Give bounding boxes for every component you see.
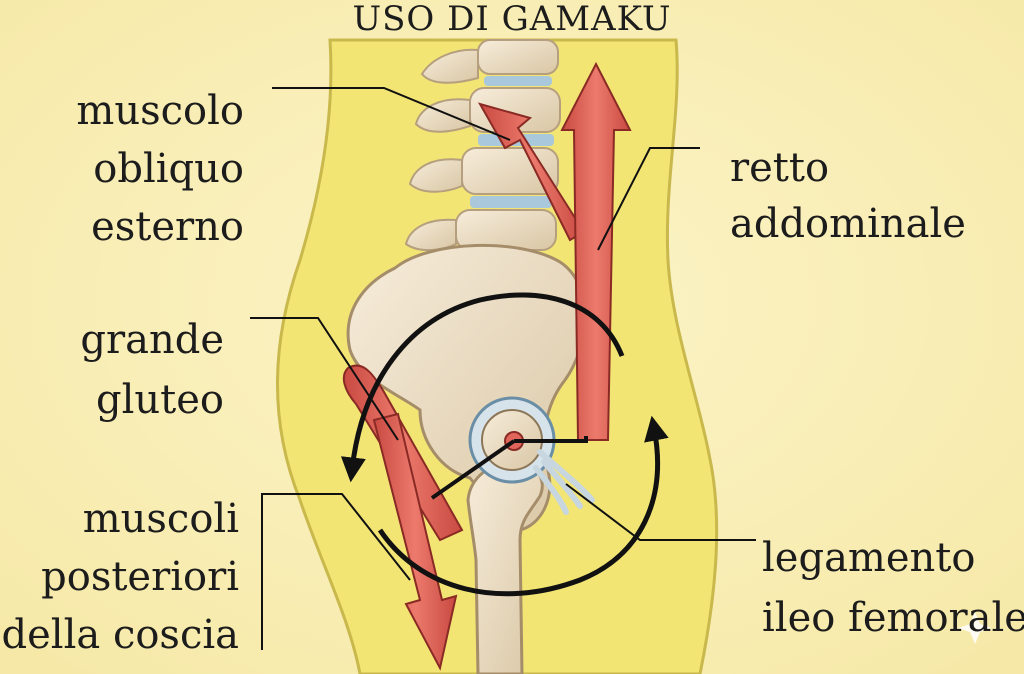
lever-line-anterior [514, 436, 588, 443]
leader-obliquo [272, 87, 511, 141]
label-grande-gluteo: grande gluteo [80, 310, 224, 430]
diagram-title: USO DI GAMAKU [352, 0, 672, 39]
label-line: posteriori [41, 554, 239, 600]
label-line: della coscia [1, 612, 239, 658]
leader-legamento [565, 483, 756, 541]
label-muscolo-obliquo-esterno: muscolo obliquo esterno [76, 82, 244, 256]
posteriori-muscle-arrow [372, 412, 458, 671]
label-line: muscolo [76, 88, 244, 134]
label-line: obliquo [93, 146, 244, 192]
label-line: ileo femorale [762, 595, 1024, 641]
label-retto-addominale: retto addominale [730, 140, 966, 252]
retto-muscle-arrow [560, 61, 632, 441]
label-line: legamento [762, 535, 976, 581]
label-line: muscoli [82, 496, 239, 542]
label-line: retto [730, 145, 830, 191]
label-line: esterno [91, 204, 244, 250]
lever-line-posterior [430, 439, 516, 500]
sparkle-icon [958, 612, 992, 644]
iliofemoral-ligament [533, 449, 595, 515]
leader-gluteo [250, 317, 399, 441]
rotation-arc-lower [377, 415, 669, 597]
label-legamento-ileo-femorale: legamento ileo femorale [762, 528, 1024, 648]
label-line: addominale [730, 201, 966, 247]
leader-posteriori [261, 493, 411, 650]
leader-retto [597, 147, 700, 251]
label-muscoli-posteriori: muscoli posteriori della coscia [2, 490, 239, 664]
label-line: grande [80, 317, 224, 363]
label-line: gluteo [96, 377, 224, 423]
